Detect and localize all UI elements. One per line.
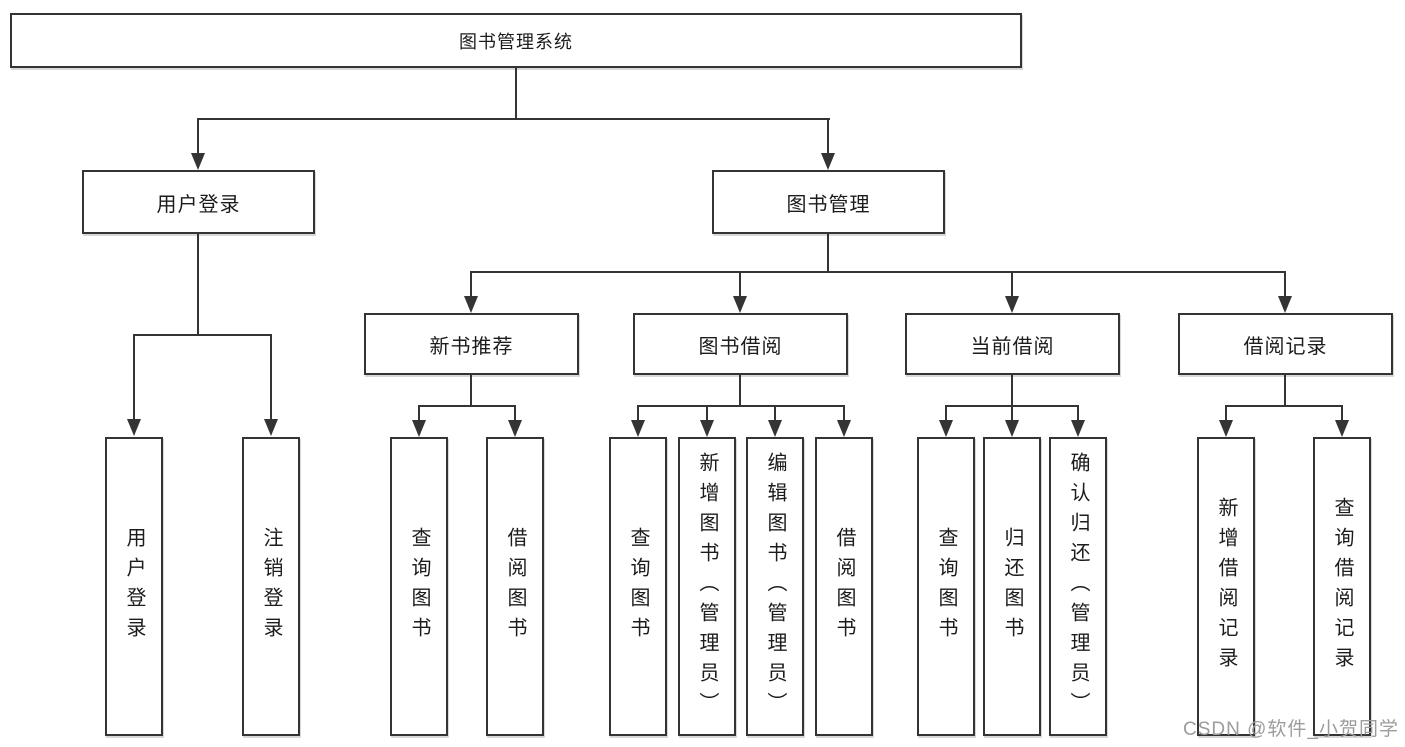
node-book-management-label: 图书管理: [786, 193, 871, 216]
arrowhead-book-borrow: [733, 296, 747, 313]
leaf-user-login-label: 用户登录: [123, 526, 145, 647]
connector-current-borrow-stem: [1011, 375, 1013, 406]
arrowhead-book-management: [821, 153, 835, 170]
connector-drop-leaf-user-login: [133, 334, 135, 420]
leaf-add-book-admin: 新增图书（管理员）: [678, 437, 736, 736]
connector-rail-borrow-records: [1225, 405, 1343, 407]
arrowhead-new-book: [464, 296, 478, 313]
connector-drop-book-management: [827, 118, 829, 154]
connector-root-stem: [515, 68, 517, 119]
leaf-logout-label: 注销登录: [260, 526, 282, 647]
connector-drop-b2: [706, 405, 708, 421]
connector-drop-c2: [1011, 405, 1013, 421]
connector-drop-b1: [637, 405, 639, 421]
connector-new-book-stem: [470, 375, 472, 406]
connector-drop-d1: [1225, 405, 1227, 421]
node-new-book-recommend-label: 新书推荐: [429, 335, 514, 358]
connector-drop-leaf-logout: [270, 334, 272, 420]
connector-drop-borrow-records: [1284, 271, 1286, 297]
leaf-query-books-borrow-label: 查询图书: [627, 526, 649, 647]
leaf-query-borrow-record: 查询借阅记录: [1313, 437, 1371, 736]
leaf-add-borrow-record-label: 新增借阅记录: [1215, 496, 1237, 677]
node-current-borrow-label: 当前借阅: [970, 335, 1055, 358]
arrowhead-a1: [412, 420, 426, 437]
connector-user-login-rail: [133, 334, 272, 336]
arrowhead-c1: [939, 420, 953, 437]
leaf-logout: 注销登录: [242, 437, 300, 736]
arrowhead-current-borrow: [1005, 296, 1019, 313]
arrowhead-borrow-records: [1278, 296, 1292, 313]
leaf-query-books-current-label: 查询图书: [935, 526, 957, 647]
leaf-add-book-admin-label: 新增图书（管理员）: [696, 451, 718, 722]
arrowhead-b3: [768, 420, 782, 437]
connector-drop-new-book: [470, 271, 472, 297]
connector-rail-book-borrow: [637, 405, 845, 407]
leaf-confirm-return-admin-label: 确认归还（管理员）: [1067, 451, 1089, 722]
arrowhead-leaf-user-login: [127, 419, 141, 436]
connector-drop-b3: [774, 405, 776, 421]
node-borrow-records: 借阅记录: [1178, 313, 1393, 375]
node-book-borrow-label: 图书借阅: [698, 335, 783, 358]
node-user-login: 用户登录: [82, 170, 315, 234]
connector-book-management-stem: [827, 234, 829, 273]
leaf-edit-book-admin-label: 编辑图书（管理员）: [764, 451, 786, 722]
arrowhead-b1: [631, 420, 645, 437]
arrowhead-b4: [837, 420, 851, 437]
arrowhead-leaf-logout: [264, 419, 278, 436]
leaf-return-book-label: 归还图书: [1001, 526, 1023, 647]
arrowhead-c3: [1071, 420, 1085, 437]
connector-drop-a2: [514, 405, 516, 421]
node-user-login-label: 用户登录: [156, 193, 241, 216]
leaf-confirm-return-admin: 确认归还（管理员）: [1049, 437, 1107, 736]
connector-rail-new-book: [418, 405, 516, 407]
arrowhead-a2: [508, 420, 522, 437]
arrowhead-d1: [1219, 420, 1233, 437]
connector-level2-rail: [197, 118, 830, 120]
leaf-query-books-current: 查询图书: [917, 437, 975, 736]
connector-user-login-stem: [197, 234, 199, 335]
leaf-borrow-books-recommend: 借阅图书: [486, 437, 544, 736]
connector-level3-rail: [470, 271, 1286, 273]
node-new-book-recommend: 新书推荐: [364, 313, 579, 375]
connector-drop-user-login: [197, 118, 199, 154]
connector-drop-book-borrow: [739, 271, 741, 297]
connector-borrow-records-stem: [1284, 375, 1286, 406]
connector-drop-b4: [843, 405, 845, 421]
node-book-borrow: 图书借阅: [633, 313, 848, 375]
arrowhead-c2: [1005, 420, 1019, 437]
leaf-query-books-recommend-label: 查询图书: [408, 526, 430, 647]
leaf-user-login: 用户登录: [105, 437, 163, 736]
connector-drop-current-borrow: [1011, 271, 1013, 297]
arrowhead-user-login: [191, 153, 205, 170]
leaf-edit-book-admin: 编辑图书（管理员）: [746, 437, 804, 736]
node-library-system-label: 图书管理系统: [459, 31, 573, 52]
connector-drop-c3: [1077, 405, 1079, 421]
connector-drop-d2: [1341, 405, 1343, 421]
arrowhead-b2: [700, 420, 714, 437]
connector-drop-c1: [945, 405, 947, 421]
csdn-watermark: CSDN @软件_小贺同学: [1183, 719, 1399, 740]
node-borrow-records-label: 借阅记录: [1243, 335, 1328, 358]
connector-drop-a1: [418, 405, 420, 421]
leaf-query-borrow-record-label: 查询借阅记录: [1331, 496, 1353, 677]
leaf-query-books-borrow: 查询图书: [609, 437, 667, 736]
node-current-borrow: 当前借阅: [905, 313, 1120, 375]
leaf-borrow-books-label: 借阅图书: [833, 526, 855, 647]
leaf-borrow-books: 借阅图书: [815, 437, 873, 736]
node-book-management: 图书管理: [712, 170, 945, 234]
leaf-query-books-recommend: 查询图书: [390, 437, 448, 736]
leaf-borrow-books-recommend-label: 借阅图书: [504, 526, 526, 647]
leaf-add-borrow-record: 新增借阅记录: [1197, 437, 1255, 736]
leaf-return-book: 归还图书: [983, 437, 1041, 736]
connector-book-borrow-stem: [739, 375, 741, 406]
node-library-system: 图书管理系统: [10, 13, 1022, 68]
arrowhead-d2: [1335, 420, 1349, 437]
